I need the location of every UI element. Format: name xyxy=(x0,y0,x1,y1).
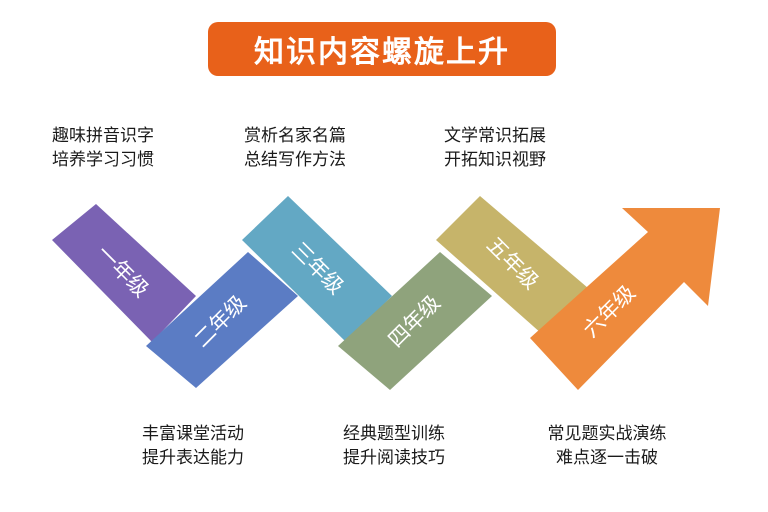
note-line: 难点逐一击破 xyxy=(556,448,658,468)
note-grade-4: 经典题型训练 提升阅读技巧 xyxy=(343,422,445,470)
note-line: 开拓知识视野 xyxy=(444,150,546,170)
step-shape-grade-4 xyxy=(338,252,492,390)
step-grade-4: 四年级 xyxy=(338,252,492,390)
note-line: 培养学习习惯 xyxy=(52,150,154,170)
note-line: 提升阅读技巧 xyxy=(343,448,445,468)
note-line: 经典题型训练 xyxy=(343,424,445,444)
note-line: 丰富课堂活动 xyxy=(142,424,244,444)
note-grade-5: 文学常识拓展 开拓知识视野 xyxy=(444,124,546,172)
note-line: 提升表达能力 xyxy=(142,448,244,468)
note-grade-1: 趣味拼音识字 培养学习习惯 xyxy=(52,124,154,172)
step-shape-grade-6 xyxy=(530,208,720,390)
step-grade-5: 五年级 xyxy=(436,196,588,334)
note-line: 总结写作方法 xyxy=(244,150,346,170)
note-grade-2: 丰富课堂活动 提升表达能力 xyxy=(142,422,244,470)
step-grade-2: 二年级 xyxy=(146,252,298,388)
note-line: 常见题实战演练 xyxy=(547,424,667,444)
note-grade-6: 常见题实战演练 难点逐一击破 xyxy=(534,422,680,470)
step-grade-1: 一年级 xyxy=(52,204,196,342)
title-banner: 知识内容螺旋上升 xyxy=(208,22,556,76)
note-line: 赏析名家名篇 xyxy=(244,126,346,146)
step-shape-grade-5 xyxy=(436,196,588,334)
page-title: 知识内容螺旋上升 xyxy=(254,35,510,70)
note-line: 文学常识拓展 xyxy=(444,126,546,146)
step-shape-grade-1 xyxy=(52,204,196,342)
step-shape-grade-3 xyxy=(242,196,392,342)
step-grade-3: 三年级 xyxy=(242,196,392,342)
note-grade-3: 赏析名家名篇 总结写作方法 xyxy=(244,124,346,172)
step-grade-6: 六年级 xyxy=(530,208,720,390)
note-line: 趣味拼音识字 xyxy=(52,126,154,146)
step-shape-grade-2 xyxy=(146,252,298,388)
